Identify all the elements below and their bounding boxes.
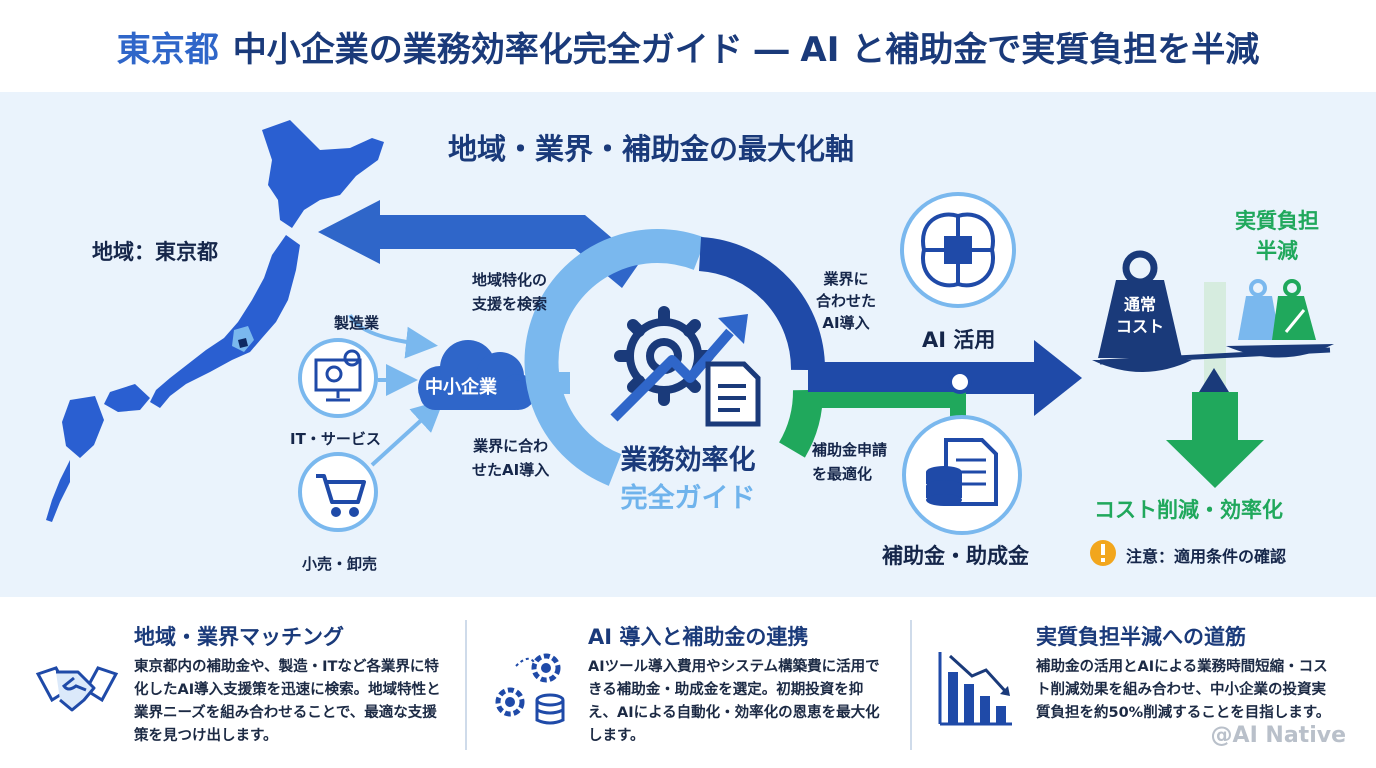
gears-database-icon xyxy=(495,653,565,725)
subsidy-label: 補助金・助成金 xyxy=(882,544,1029,568)
brain-chip-icon xyxy=(921,212,995,288)
down-arrow-head xyxy=(1166,440,1264,488)
title-accent: 東京都 xyxy=(116,29,219,70)
flow-upper-label: 地域特化の 支援を検索 xyxy=(472,271,548,313)
card-2-body: AIツール導入費用やシステム構築費に活用できる補助金・助成金を選定。初期投資を抑… xyxy=(588,659,880,744)
warning-icon-dot xyxy=(1101,558,1105,562)
industry-retail: 小売・卸売 xyxy=(302,555,378,573)
sme-label: 中小企業 xyxy=(425,377,497,398)
right-pan xyxy=(1226,344,1334,358)
growth-arrowhead xyxy=(718,314,748,344)
card-2-title: AI 導入と補助金の連携 xyxy=(588,625,809,649)
card-3-body: 補助金の活用とAIによる業務時間短縮・コスト削減効果を組み合わせ、中小企業の投資… xyxy=(1036,659,1331,721)
watermark: @AI Native xyxy=(1210,723,1346,748)
document-icon xyxy=(705,361,761,427)
caution-label: 注意：適用条件の確認 xyxy=(1126,547,1287,566)
gear-icon xyxy=(614,306,714,406)
ai-flow-bar xyxy=(808,362,1036,394)
card-3-title: 実質負担半減への道筋 xyxy=(1036,625,1246,649)
monitor-gear-icon xyxy=(314,349,362,402)
manufacturing-arrow xyxy=(348,314,438,359)
center-ring-green xyxy=(778,389,823,458)
diagram-heading: 地域・業界・補助金の最大化軸 xyxy=(448,132,855,166)
down-arrow-stem xyxy=(1192,392,1238,446)
junction-dot xyxy=(948,370,972,394)
card-1-title: 地域・業界マッチング xyxy=(134,625,344,649)
region-search-arrow xyxy=(318,200,640,288)
scale-post xyxy=(1204,282,1226,400)
title-main: 中小企業の業務効率化完全ガイド ― AI と補助金で実質負担を半減 xyxy=(232,29,1260,70)
handshake-icon xyxy=(35,666,119,712)
center-ring-light xyxy=(524,228,707,486)
card-1-body: 東京都内の補助金や、製造・ITなど各業界に特化したAI導入支援策を迅速に検索。地… xyxy=(134,659,441,744)
retail-circle xyxy=(298,452,378,532)
center-subtitle: 完全ガイド xyxy=(620,483,756,514)
warning-icon-mark xyxy=(1101,544,1105,555)
info-cards xyxy=(0,597,1376,768)
ai-flow-label: 業界に 合わせた AI導入 xyxy=(815,270,876,332)
japan-map xyxy=(46,120,384,522)
industry-it: IT・サービス xyxy=(290,430,381,448)
growth-arrow-icon xyxy=(610,328,734,422)
diagram-graphics xyxy=(46,120,1334,566)
flow-lower-label: 業界に合わ せたAI導入 xyxy=(472,437,550,479)
page-title: 東京都 中小企業の業務効率化完全ガイド ― AI と補助金で実質負担を半減 xyxy=(0,0,1376,92)
halved-weight-icon xyxy=(1238,279,1316,340)
card-divider-2 xyxy=(910,620,912,750)
result-top-label: 実質負担 半減 xyxy=(1235,209,1319,263)
subsidy-flow-label: 補助金申請 を最適化 xyxy=(812,441,888,483)
retail-arrow xyxy=(370,399,444,467)
subsidy-flow-line xyxy=(808,392,966,420)
center-title: 業務効率化 xyxy=(620,445,756,476)
declining-chart-icon xyxy=(938,652,1012,726)
ai-label: AI 活用 xyxy=(922,328,996,352)
normal-cost-label: 通常 コスト xyxy=(1115,295,1164,336)
coins-icon xyxy=(926,466,962,506)
center-ring-dark xyxy=(698,237,826,371)
ai-flow-arrowhead xyxy=(1034,340,1082,416)
card-divider-1 xyxy=(465,620,467,750)
region-label: 地域：東京都 xyxy=(92,240,218,264)
weight-icon xyxy=(1098,250,1182,358)
cart-icon xyxy=(316,474,366,517)
result-bottom-label: コスト削減・効率化 xyxy=(1094,498,1283,522)
industry-manufacturing: 製造業 xyxy=(334,314,380,332)
sme-cloud xyxy=(418,340,536,410)
left-pan xyxy=(1092,360,1192,372)
